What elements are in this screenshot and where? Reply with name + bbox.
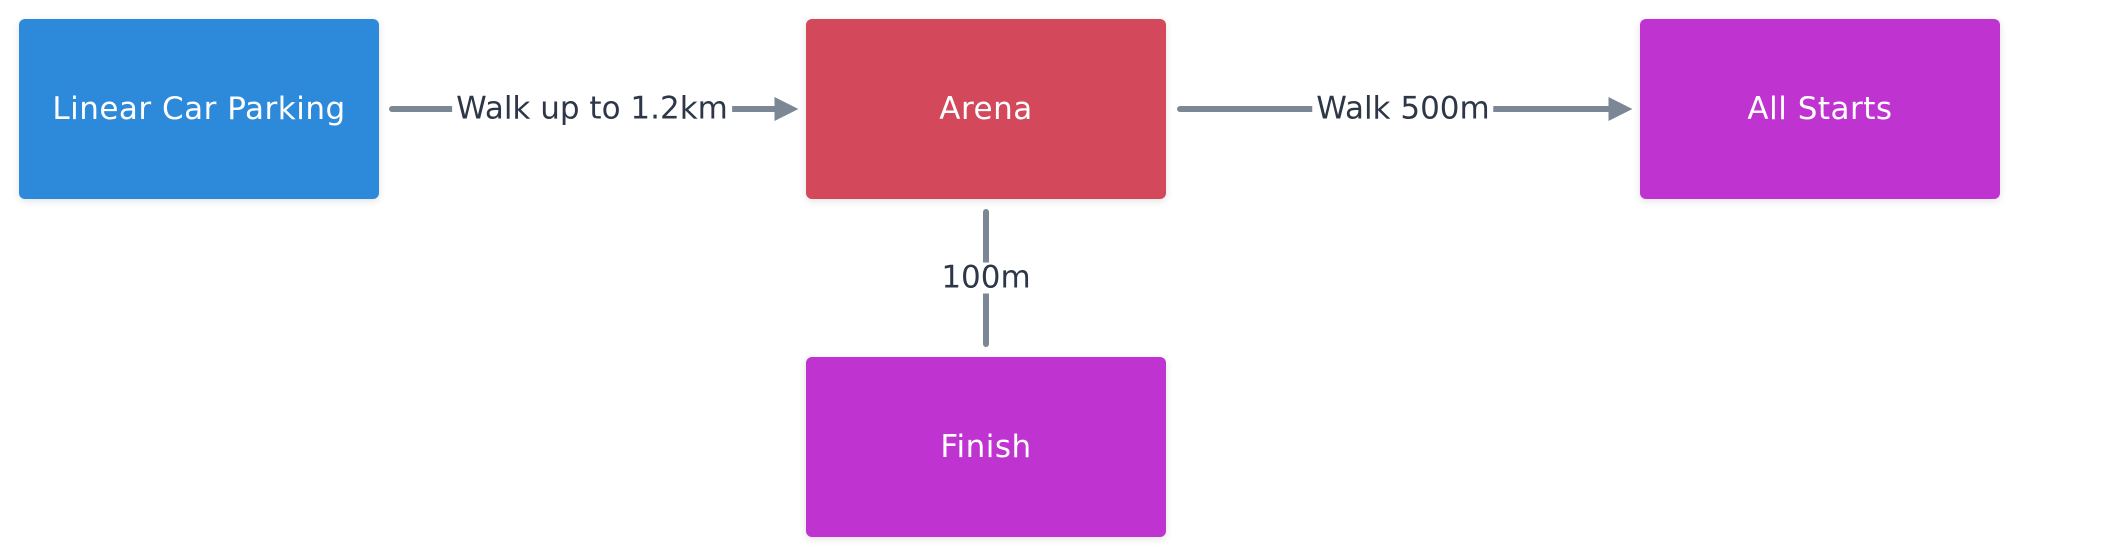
- node-finish[interactable]: Finish: [806, 357, 1166, 537]
- edge-label-parking-to-arena: Walk up to 1.2km: [452, 93, 732, 125]
- node-all-starts-label: All Starts: [1747, 91, 1893, 127]
- node-linear-car-parking[interactable]: Linear Car Parking: [19, 19, 379, 199]
- node-arena[interactable]: Arena: [806, 19, 1166, 199]
- edge-label-arena-to-starts: Walk 500m: [1312, 93, 1494, 125]
- node-all-starts[interactable]: All Starts: [1640, 19, 2000, 199]
- node-finish-label: Finish: [940, 429, 1032, 465]
- node-linear-car-parking-label: Linear Car Parking: [52, 91, 346, 127]
- edge-label-arena-to-finish: 100m: [937, 262, 1035, 294]
- node-arena-label: Arena: [939, 91, 1033, 127]
